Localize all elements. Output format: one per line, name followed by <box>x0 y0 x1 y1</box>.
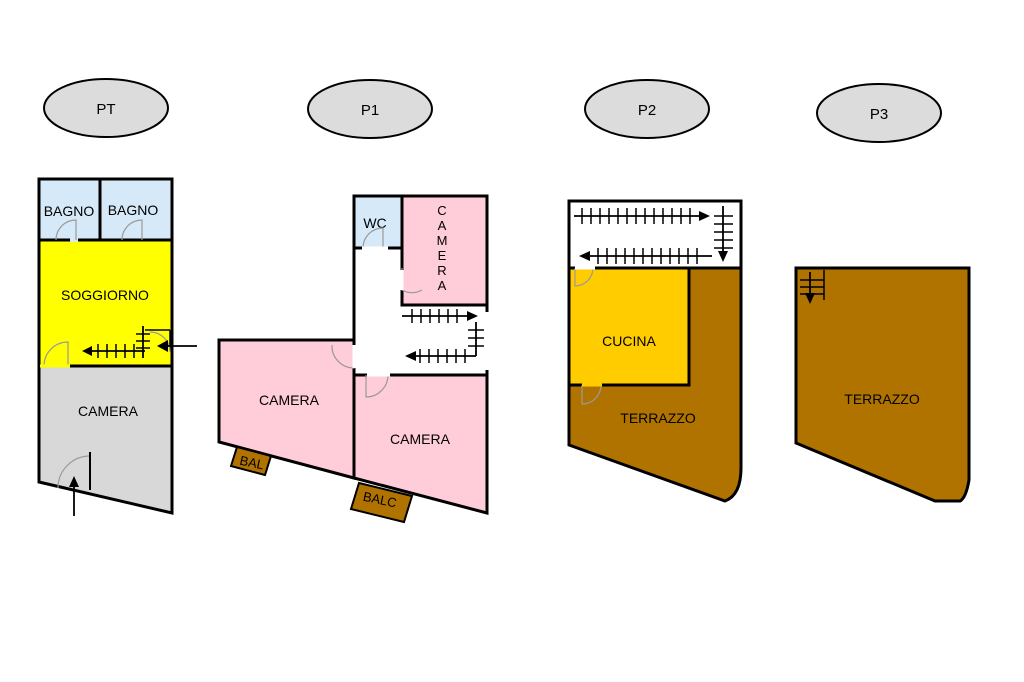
door-swings-p2 <box>574 266 602 405</box>
room-label-camera-pt: CAMERA <box>78 403 139 419</box>
room-camera-pt <box>37 364 174 515</box>
room-label-bagno-right: BAGNO <box>108 202 159 218</box>
room-stair-hall-p2 <box>567 199 743 270</box>
room-label-camera-left: CAMERA <box>259 392 320 408</box>
room-label-wc: WC <box>363 215 386 231</box>
level-title-p3: P3 <box>870 106 888 123</box>
room-label-camera-vertical: C A M E R A <box>437 203 448 293</box>
letter-c: C <box>437 203 446 218</box>
plan-p1: WC C A M E R A CAMERA CAMERA BAL BALC <box>217 194 489 524</box>
level-ellipse-p2 <box>584 79 710 139</box>
letter-a2: A <box>438 278 447 293</box>
level-label-p2: P2 <box>584 79 710 139</box>
balcony-label-bal: BAL <box>238 453 265 473</box>
level-title-p1: P1 <box>361 102 379 119</box>
level-label-pt: PT <box>43 78 169 138</box>
room-terrazzo-p3 <box>794 266 971 503</box>
stairs-p3 <box>800 270 825 304</box>
level-title-p2: P2 <box>638 102 656 119</box>
door-swings-p1 <box>331 227 489 398</box>
room-label-bagno-left: BAGNO <box>44 203 95 219</box>
level-ellipse-pt <box>43 78 169 138</box>
level-label-p3: P3 <box>816 83 942 143</box>
letter-a: A <box>438 218 447 233</box>
stairs-pt <box>82 326 171 358</box>
balcony-label-balc: BALC <box>362 489 398 511</box>
arrow-entrance-side <box>157 340 197 352</box>
room-camera-right <box>352 373 489 515</box>
room-label-soggiorno: SOGGIORNO <box>61 287 149 303</box>
room-bagno-right <box>98 177 174 242</box>
level-label-p1: P1 <box>307 79 433 139</box>
level-ellipse-p1 <box>307 79 433 139</box>
room-label-cucina: CUCINA <box>602 333 656 349</box>
stairs-p2 <box>574 206 733 264</box>
room-label-terrazzo-p2: TERRAZZO <box>620 410 696 426</box>
door-swings-pt <box>40 219 143 490</box>
balcony-bal <box>229 445 273 477</box>
level-title-pt: PT <box>96 101 115 118</box>
plan-p2: CUCINA TERRAZZO <box>567 199 743 503</box>
room-label-camera-right: CAMERA <box>390 431 451 447</box>
room-soggiorno <box>37 238 174 368</box>
room-cucina <box>567 266 691 387</box>
door-bagno-right <box>121 219 143 241</box>
plan-p3: TERRAZZO <box>794 266 971 503</box>
level-ellipse-p3 <box>816 83 942 143</box>
room-bagno-left <box>37 177 102 242</box>
door-bagno-left <box>55 219 77 241</box>
stairs-p1 <box>402 309 484 363</box>
arrow-entrance-bottom <box>69 476 79 516</box>
door-soggiorno-camera <box>43 341 69 367</box>
letter-m: M <box>437 233 448 248</box>
room-label-terrazzo-p3: TERRAZZO <box>844 391 920 407</box>
letter-e: E <box>438 248 447 263</box>
plan-pt: BAGNO BAGNO SOGGIORNO CAMERA <box>37 177 197 516</box>
door-entrance <box>57 455 91 489</box>
room-camera-top <box>400 194 489 307</box>
balcony-balc <box>349 481 414 524</box>
letter-r: R <box>437 263 446 278</box>
